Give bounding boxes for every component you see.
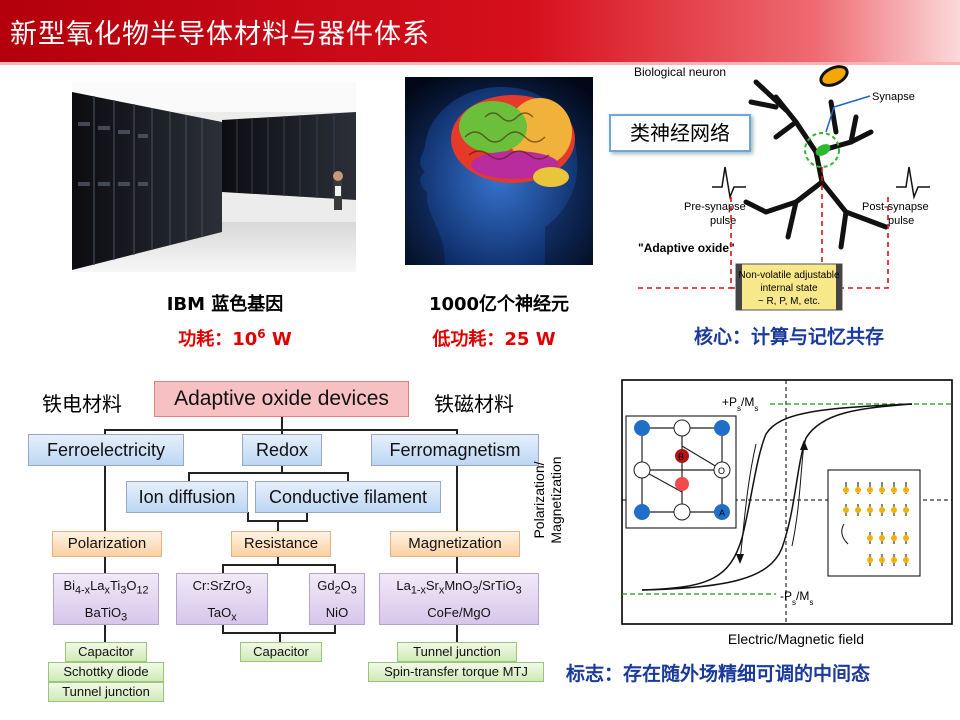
ibm-power: 功耗：106 W bbox=[150, 325, 320, 351]
brain-image bbox=[405, 77, 593, 265]
material-nio: NiO bbox=[325, 604, 349, 620]
connector-line bbox=[104, 429, 106, 437]
connector-line bbox=[222, 624, 224, 632]
connector-line bbox=[222, 564, 335, 566]
title-bar bbox=[0, 0, 960, 62]
ibm-caption: IBM 蓝色基因 bbox=[166, 294, 284, 315]
materials-resistance-right: Gd2O3 NiO bbox=[309, 573, 365, 625]
hysteresis-caption: 标志：存在随外场精细可调的中间态 bbox=[566, 663, 871, 685]
branch-redox: Redox bbox=[242, 434, 322, 466]
state-line-2: internal state bbox=[760, 283, 818, 294]
connector-line bbox=[347, 472, 349, 482]
connector-line bbox=[247, 512, 249, 520]
connector-line bbox=[456, 624, 458, 642]
neural-network-tag: 类神经网络 bbox=[609, 114, 751, 152]
supercomputer-photo bbox=[72, 82, 356, 272]
prop-resistance: Resistance bbox=[231, 531, 331, 557]
connector-line bbox=[104, 624, 106, 642]
post-synapse-pulse: pulse bbox=[888, 215, 914, 227]
brain-caption: 1000亿个神经元 bbox=[428, 294, 570, 315]
connector-line bbox=[279, 632, 281, 642]
neural-network-tag-text: 类神经网络 bbox=[630, 121, 730, 145]
atom-b-label: B bbox=[678, 452, 684, 462]
brain-power: 低功耗：25 W bbox=[405, 325, 583, 351]
connector-line bbox=[334, 624, 336, 632]
ibm-power-value: 10 bbox=[232, 329, 258, 350]
branch-ferroelectricity: Ferroelectricity bbox=[28, 434, 184, 466]
brain-power-label: 低功耗： bbox=[432, 329, 505, 350]
hysteresis-diagram: +Ps/Ms -Ps/Ms B O A bbox=[560, 378, 956, 650]
brain-power-value: 25 W bbox=[504, 329, 556, 350]
connector-line bbox=[104, 464, 106, 532]
ibm-power-unit: W bbox=[265, 329, 292, 350]
device-schottky-diode: Schottky diode bbox=[48, 662, 164, 682]
material-crsrzro3: Cr:SrZrO3 bbox=[192, 578, 252, 597]
title-underline bbox=[0, 62, 960, 65]
material-taox: TaOx bbox=[207, 604, 237, 624]
device-capacitor-pol: Capacitor bbox=[65, 642, 147, 662]
atom-a-label: A bbox=[719, 508, 725, 518]
material-bilatio: Bi4-xLaxTi3O12 bbox=[63, 578, 149, 597]
pre-synapse-label: Pre-synapse bbox=[684, 201, 746, 213]
ion-diffusion: Ion diffusion bbox=[126, 481, 248, 513]
post-synapse-label: Post-synapse bbox=[862, 201, 929, 213]
material-gd2o3: Gd2O3 bbox=[317, 578, 357, 597]
connector-line bbox=[247, 520, 277, 522]
material-batio3: BaTiO3 bbox=[84, 604, 128, 624]
connector-line bbox=[188, 472, 348, 474]
connector-line bbox=[281, 429, 283, 437]
connector-line bbox=[281, 464, 283, 472]
root-node: Adaptive oxide devices bbox=[154, 381, 409, 417]
slide-title: 新型氧化物半导体材料与器件体系 bbox=[10, 19, 430, 50]
connector-line bbox=[456, 464, 458, 532]
bio-neuron-label: Biological neuron bbox=[634, 65, 726, 79]
connector-line bbox=[281, 416, 283, 430]
ibm-power-exponent: 6 bbox=[257, 327, 266, 341]
hysteresis-ylabel: Polarization/ Magnetization bbox=[531, 430, 565, 570]
pre-synapse-pulse: pulse bbox=[710, 215, 736, 227]
materials-resistance-left: Cr:SrZrO3 TaOx bbox=[176, 573, 268, 625]
ps-top-label: +Ps/Ms bbox=[722, 395, 758, 413]
connector-line bbox=[104, 429, 457, 431]
material-lsmo-sto: La1-xSrxMnO3/SrTiO3 bbox=[396, 578, 522, 597]
material-cofe-mgo: CoFe/MgO bbox=[427, 604, 491, 620]
connector-line bbox=[104, 556, 106, 574]
device-capacitor-res: Capacitor bbox=[240, 642, 322, 662]
connector-line bbox=[277, 520, 308, 522]
neuro-caption: 核心：计算与记忆共存 bbox=[693, 326, 884, 348]
prop-polarization: Polarization bbox=[52, 531, 162, 557]
state-line-3: ~ R, P, M, etc. bbox=[758, 296, 820, 307]
synapse-label: Synapse bbox=[872, 91, 915, 103]
ferromagnetic-material-label: 铁磁材料 bbox=[434, 392, 514, 416]
connector-line bbox=[306, 512, 308, 520]
connector-line bbox=[277, 520, 279, 532]
connector-line bbox=[188, 472, 190, 482]
connector-line bbox=[222, 564, 224, 574]
state-line-1: Non-volatile adjustable bbox=[738, 270, 840, 281]
device-tunnel-junction-pol: Tunnel junction bbox=[48, 682, 164, 702]
hysteresis-xlabel: Electric/Magnetic field bbox=[728, 631, 864, 647]
prop-magnetization: Magnetization bbox=[390, 531, 520, 557]
ylabel-line-1: Polarization/ bbox=[531, 461, 547, 539]
connector-line bbox=[277, 556, 279, 564]
branch-ferromagnetism: Ferromagnetism bbox=[371, 434, 539, 466]
adaptive-oxide-label: "Adaptive oxide" bbox=[638, 241, 735, 255]
ibm-power-label: 功耗： bbox=[178, 329, 233, 350]
atom-o-label: O bbox=[718, 466, 725, 476]
materials-magnetization: La1-xSrxMnO3/SrTiO3 CoFe/MgO bbox=[379, 573, 539, 625]
neuron-diagram: Biological neuron Synapse Pre-synapse pu… bbox=[626, 62, 944, 314]
device-tunnel-junction-mag: Tunnel junction bbox=[397, 642, 517, 662]
ferroelectric-material-label: 铁电材料 bbox=[42, 392, 122, 416]
conductive-filament: Conductive filament bbox=[255, 481, 441, 513]
connector-line bbox=[334, 564, 336, 574]
connector-line bbox=[456, 429, 458, 437]
device-stt-mtj: Spin-transfer torque MTJ bbox=[368, 662, 544, 682]
materials-polarization: Bi4-xLaxTi3O12 BaTiO3 bbox=[53, 573, 159, 625]
connector-line bbox=[456, 556, 458, 574]
ylabel-line-2: Magnetization bbox=[548, 456, 564, 544]
ps-bottom-label: -Ps/Ms bbox=[780, 589, 813, 607]
